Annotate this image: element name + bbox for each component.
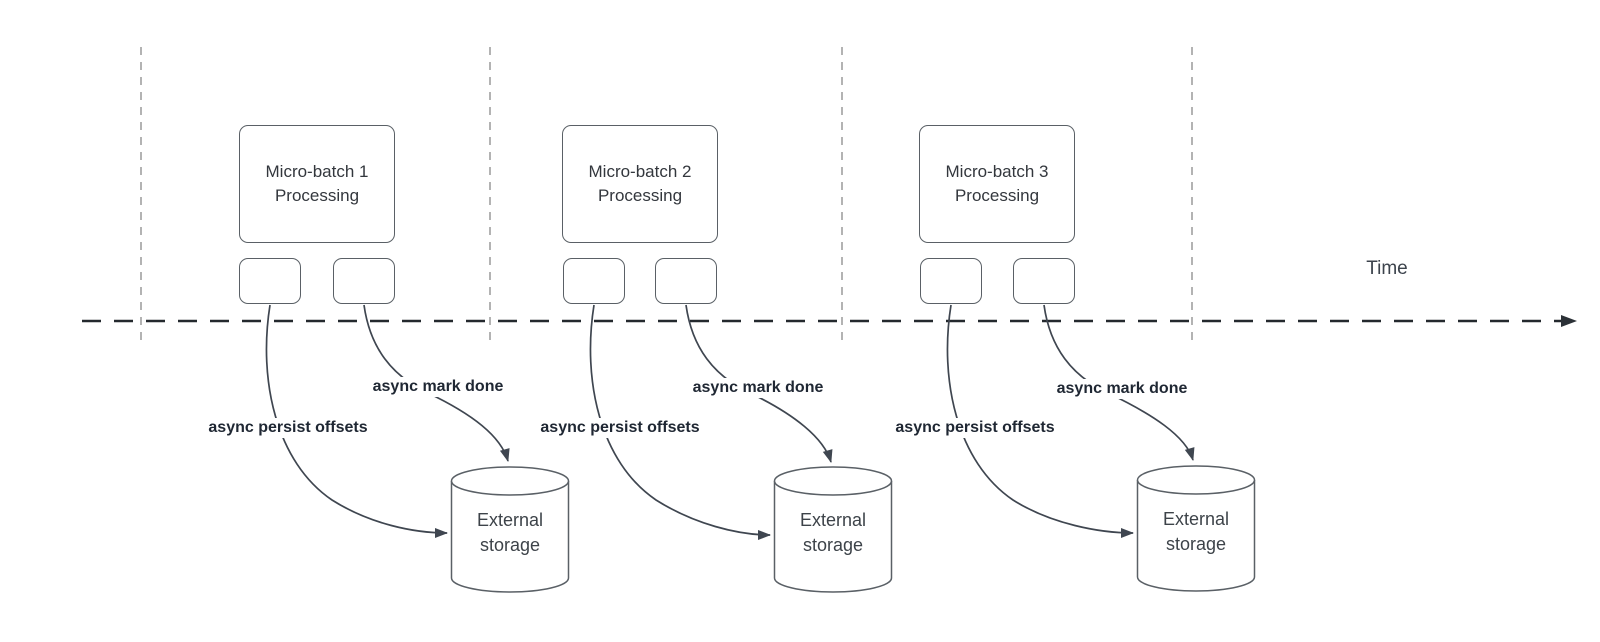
batch1-processing-box: Micro-batch 1 Processing: [239, 125, 395, 243]
batch3-persist-offsets-arrow: [946, 304, 1134, 538]
batch2-external-storage: External storage: [773, 466, 893, 594]
batch3-external-storage: External storage: [1136, 465, 1256, 593]
batch1-external-storage: External storage: [450, 466, 570, 594]
batch2-processing-label: Micro-batch 2 Processing: [588, 162, 692, 205]
batch2-persist-offsets-arrow: [589, 304, 771, 540]
database-cylinder-icon: [1136, 465, 1256, 592]
batch3-mark-done-label: async mark done: [1053, 379, 1191, 399]
time-axis-label: Time: [1366, 258, 1408, 279]
batch2-processing-box: Micro-batch 2 Processing: [562, 125, 718, 243]
batch2-persist-offsets-label: async persist offsets: [537, 418, 703, 438]
batch2-persist-task-box: [563, 258, 625, 304]
batch1-processing-label: Micro-batch 1 Processing: [265, 162, 369, 205]
batch1-mark-done-label: async mark done: [369, 377, 507, 397]
batch1-persist-task-box: [239, 258, 301, 304]
batch1-persist-offsets-label: async persist offsets: [205, 418, 371, 438]
database-cylinder-icon: [773, 466, 893, 593]
batch3-processing-box: Micro-batch 3 Processing: [919, 125, 1075, 243]
batch3-processing-label: Micro-batch 3 Processing: [945, 162, 1049, 205]
batch2-mark-done-label: async mark done: [689, 378, 827, 398]
batch3-storage-label: External storage: [1162, 509, 1230, 554]
batch3-persist-task-box: [920, 258, 982, 304]
batch1-persist-offsets-arrow: [265, 304, 448, 538]
database-cylinder-icon: [450, 466, 570, 593]
batch1-storage-label: External storage: [476, 510, 544, 555]
batch1-done-task-box: [333, 258, 395, 304]
batch2-storage-label: External storage: [799, 510, 867, 555]
batch3-persist-offsets-label: async persist offsets: [892, 418, 1058, 438]
batch2-done-task-box: [655, 258, 717, 304]
batch-boundary-guides: [140, 47, 1193, 342]
batch3-done-task-box: [1013, 258, 1075, 304]
